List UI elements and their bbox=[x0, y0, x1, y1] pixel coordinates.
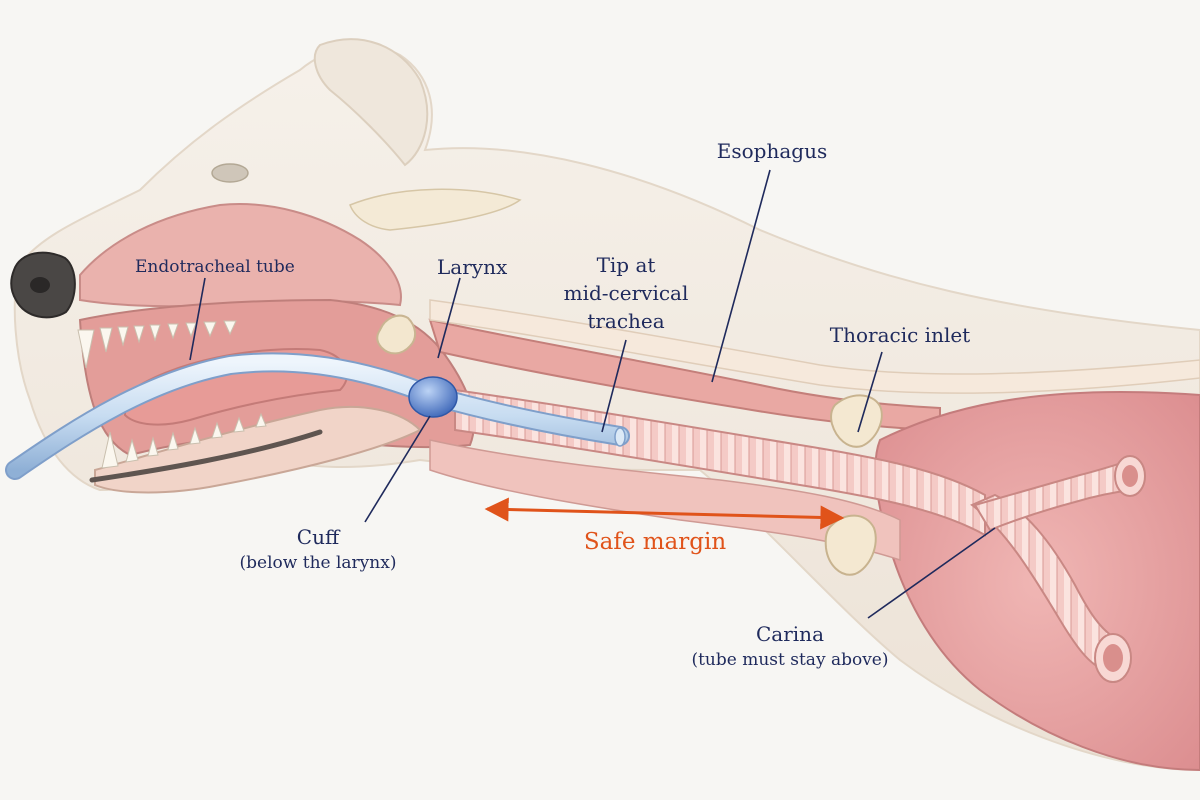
eye bbox=[211, 163, 249, 183]
leader-thoracic-inlet bbox=[857, 351, 883, 433]
leader-tip bbox=[601, 339, 627, 433]
ear bbox=[313, 38, 429, 167]
label-tip-line1: Tip at bbox=[597, 253, 656, 277]
leader-larynx bbox=[437, 277, 461, 359]
label-esophagus: Esophagus bbox=[717, 139, 827, 163]
tube-tip bbox=[614, 427, 626, 447]
neck-tissue bbox=[429, 299, 1200, 394]
label-cuff-line2: (below the larynx) bbox=[240, 553, 397, 573]
bronchus-lower-lumen bbox=[1103, 644, 1123, 672]
leader-cuff bbox=[364, 415, 431, 523]
nostril bbox=[30, 277, 50, 293]
safe-margin-arrow bbox=[484, 497, 845, 530]
label-carina-line2: (tube must stay above) bbox=[691, 650, 888, 670]
lower-teeth bbox=[101, 412, 267, 469]
skull-base bbox=[349, 188, 522, 231]
label-endotracheal-tube: Endotracheal tube bbox=[135, 257, 295, 277]
upper-teeth bbox=[77, 320, 237, 369]
label-thoracic-inlet: Thoracic inlet bbox=[830, 323, 970, 347]
leader-endotracheal-tube bbox=[189, 277, 206, 361]
hyoid-bone bbox=[376, 314, 416, 355]
lower-lip bbox=[89, 429, 323, 483]
label-carina-line1: Carina bbox=[756, 622, 824, 646]
label-tip-line3: trachea bbox=[587, 309, 664, 333]
tube-cuff bbox=[408, 376, 458, 418]
rib-upper bbox=[830, 394, 883, 448]
leader-esophagus bbox=[711, 169, 771, 383]
leader-carina bbox=[867, 527, 996, 619]
endotracheal-tube-highlight bbox=[7, 354, 628, 478]
label-larynx: Larynx bbox=[437, 255, 508, 279]
rib-lower bbox=[824, 514, 877, 576]
label-cuff-line1: Cuff bbox=[297, 525, 341, 549]
bronchus-upper-lumen bbox=[1122, 465, 1138, 487]
label-tip-line2: mid-cervical bbox=[564, 281, 689, 305]
label-safe-margin: Safe margin bbox=[584, 529, 726, 555]
